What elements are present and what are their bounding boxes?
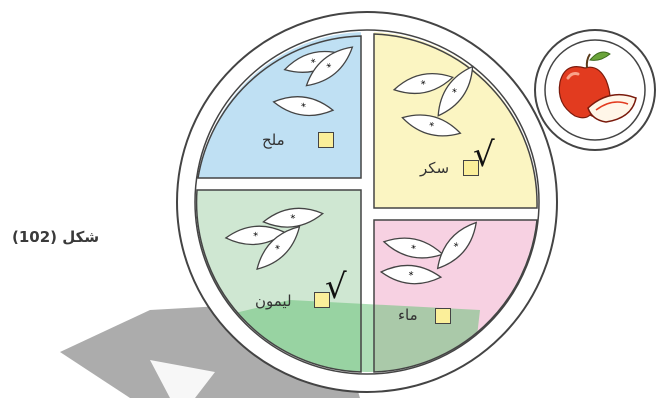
salt-checkbox[interactable]	[318, 132, 334, 148]
lemon-checkbox[interactable]	[314, 292, 330, 308]
figure-label: شكل (102)	[12, 228, 99, 246]
svg-text:*: *	[408, 270, 414, 281]
quadrant-label-water: ماء	[398, 306, 418, 324]
sugar-checkbox[interactable]	[463, 160, 479, 176]
quadrant-label-sugar: سكر	[420, 159, 449, 177]
quadrant-label-lemon: ليمون	[255, 292, 292, 310]
water-checkbox[interactable]	[435, 308, 451, 324]
quadrant-label-salt: ملح	[262, 131, 285, 149]
svg-text:*: *	[253, 231, 259, 242]
